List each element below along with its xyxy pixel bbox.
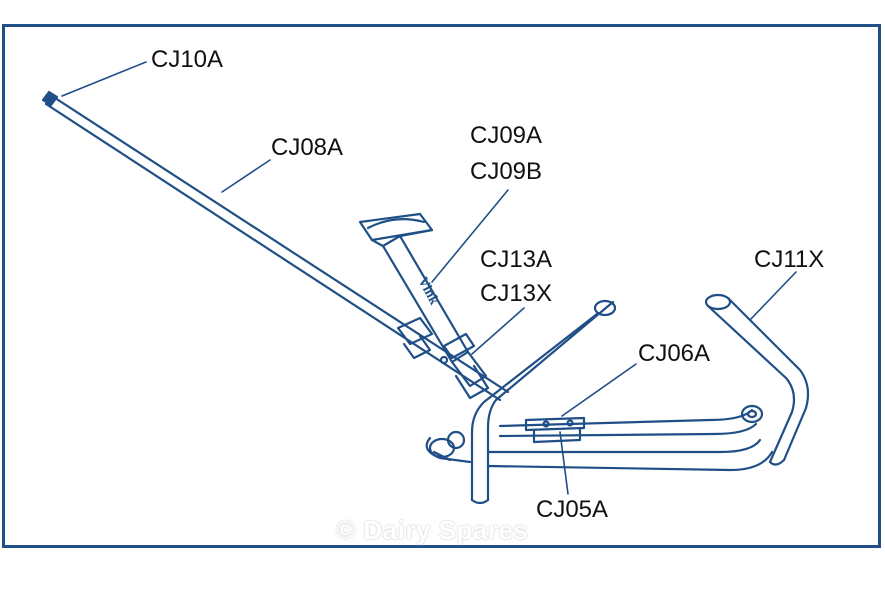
roller-wheel — [740, 404, 764, 424]
leader-cj08a — [221, 159, 271, 193]
label-cj09a: CJ09A — [470, 122, 543, 149]
label-cj08a: CJ08A — [271, 134, 344, 161]
label-cj13a: CJ13A — [480, 246, 553, 273]
leader-cj05a — [559, 431, 569, 495]
lever-handle-cj09 — [358, 212, 488, 388]
watermark: © Dairy Spares — [336, 515, 529, 545]
leader-cj06a — [561, 363, 637, 417]
center-upright-tube — [470, 299, 617, 505]
leader-cj11x — [749, 271, 797, 321]
diagram-frame — [2, 24, 881, 548]
leader-cj13 — [471, 307, 525, 355]
label-cj06a: CJ06A — [638, 340, 711, 367]
leader-cj10a — [61, 61, 147, 97]
base-frame — [425, 408, 774, 472]
label-cj09b: CJ09B — [470, 158, 543, 185]
label-cj13x: CJ13X — [480, 280, 553, 307]
end-cap-cj10a — [41, 90, 59, 107]
label-cj11x: CJ11X — [754, 246, 825, 273]
bracket-cj06a — [524, 416, 586, 444]
handle-lettering: Vink — [414, 275, 441, 308]
clamp-block-cj13 — [396, 316, 490, 400]
pivot-knob — [428, 430, 466, 462]
label-cj05a: CJ05A — [536, 496, 609, 523]
leader-cj09 — [431, 189, 509, 283]
bent-tube-cj11x — [704, 293, 810, 466]
label-cj10a: CJ10A — [151, 46, 224, 73]
